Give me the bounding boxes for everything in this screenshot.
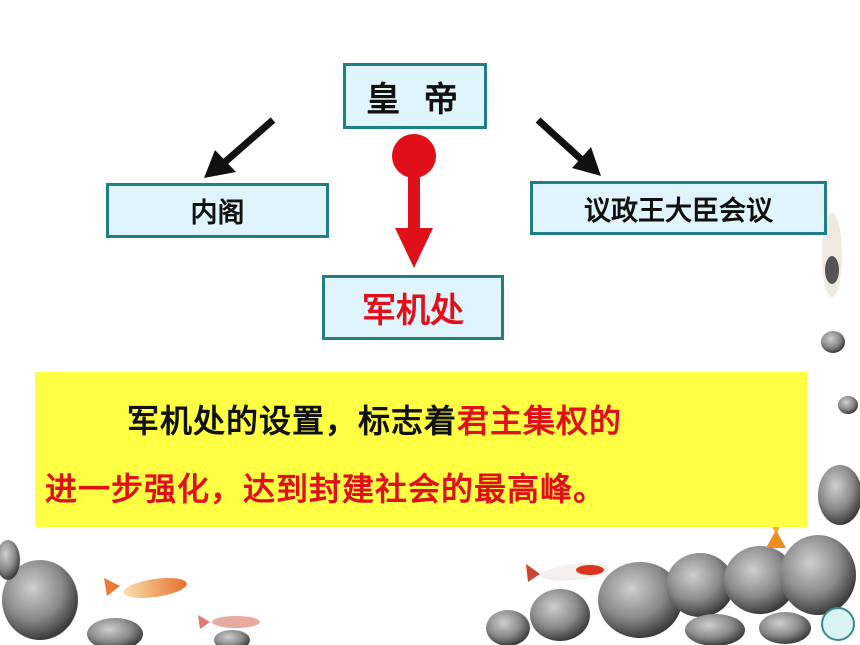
arrow-to-jijichu [392,134,436,268]
pebble-group [0,331,860,645]
cabinet-node: 内阁 [106,183,329,238]
conclusion-text-red: 君主集权的 [457,402,623,440]
conclusion-text-black: 军机处的设置，标志着 [127,402,458,440]
council-label: 议政王大臣会议 [584,195,773,227]
arrow-to-cabinet [204,117,276,178]
conclusion-banner: 军机处的设置，标志着君主集权的 进一步强化，达到封建社会的最高峰。 [35,372,807,527]
emperor-label: 皇 帝 [366,79,464,120]
emperor-node: 皇 帝 [343,63,487,129]
council-node: 议政王大臣会议 [530,181,827,235]
conclusion-line-2: 进一步强化，达到封建社会的最高峰。 [45,470,607,508]
cabinet-label: 内阁 [190,198,245,229]
jijichu-label: 军机处 [362,291,464,331]
conclusion-line-1: 军机处的设置，标志着君主集权的 [127,396,622,442]
jijichu-node: 军机处 [322,275,504,340]
slide-nav-button[interactable] [821,607,855,641]
arrow-to-council [535,117,601,176]
